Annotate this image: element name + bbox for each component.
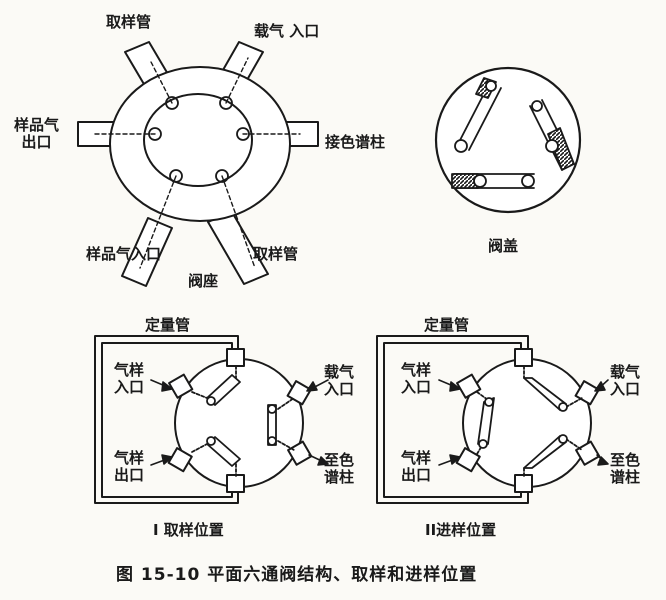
seat-label-sample-tube-bottom: 取样管 bbox=[253, 245, 299, 263]
pos2-sample-loop bbox=[376, 335, 529, 504]
pos1-carrier-inlet-label: 载气 入口 bbox=[324, 363, 355, 398]
pos2-to-column-label: 至色 谱柱 bbox=[610, 451, 641, 486]
passage bbox=[149, 59, 173, 104]
pos2-grooves bbox=[476, 365, 583, 477]
seat-hole bbox=[165, 96, 179, 110]
cover-groove-hatched bbox=[547, 127, 575, 171]
position-1 bbox=[94, 335, 329, 504]
pos1-grooves bbox=[191, 365, 295, 477]
valve-seat bbox=[77, 41, 319, 287]
pos2-gas-inlet-label: 气样 入口 bbox=[401, 361, 432, 396]
pos1-valve-body bbox=[174, 358, 304, 488]
pos1-connectors bbox=[167, 348, 313, 493]
passage bbox=[221, 175, 256, 269]
pos1-gas-inlet-label: 气样 入口 bbox=[114, 361, 145, 396]
pos2-loop-label: 定量管 bbox=[424, 316, 470, 334]
pos1-sample-loop bbox=[94, 335, 239, 504]
valve-seat-title: 阀座 bbox=[188, 272, 219, 290]
pos2-title: II进样位置 bbox=[425, 521, 497, 539]
figure-caption: 图 15-10 平面六通阀结构、取样和进样位置 bbox=[116, 565, 478, 585]
pos1-gas-outlet-label: 气样 出口 bbox=[114, 449, 145, 484]
seat-hole bbox=[148, 127, 162, 141]
passage bbox=[225, 57, 249, 104]
seat-hole bbox=[169, 169, 183, 183]
pos1-title: I 取样位置 bbox=[153, 521, 224, 539]
seat-body bbox=[109, 66, 291, 222]
valve-cover-title: 阀盖 bbox=[488, 237, 519, 255]
pos1-loop-label: 定量管 bbox=[145, 316, 191, 334]
seat-label-sample-inlet: 样品气入口 bbox=[86, 245, 162, 263]
seat-inner-ring bbox=[143, 93, 253, 187]
seat-port-holes bbox=[148, 96, 250, 183]
cover-groove-hatched bbox=[451, 173, 479, 189]
seat-hole bbox=[219, 96, 233, 110]
pos2-carrier-inlet-label: 载气 入口 bbox=[610, 363, 641, 398]
pos2-gas-outlet-label: 气样 出口 bbox=[401, 449, 432, 484]
pos2-arrows bbox=[438, 379, 609, 466]
seat-label-sample-tube-top: 取样管 bbox=[106, 13, 152, 31]
cover-grooves bbox=[451, 77, 575, 189]
valve-cover bbox=[434, 66, 582, 214]
pos1-arrows bbox=[150, 379, 329, 466]
seat-label-carrier-inlet: 载气 入口 bbox=[254, 22, 320, 40]
seat-label-to-column: 接色谱柱 bbox=[325, 133, 386, 151]
seat-hole bbox=[236, 127, 250, 141]
pos1-to-column-label: 至色 谱柱 bbox=[324, 451, 355, 486]
seat-tube-sample-inlet bbox=[121, 217, 173, 287]
passage bbox=[139, 175, 177, 269]
seat-label-sample-outlet: 样品气 出口 bbox=[14, 116, 60, 151]
seat-hole bbox=[215, 169, 229, 183]
pos2-connectors bbox=[455, 348, 601, 493]
position-2 bbox=[376, 335, 609, 504]
seat-dashed-passages bbox=[94, 57, 301, 269]
